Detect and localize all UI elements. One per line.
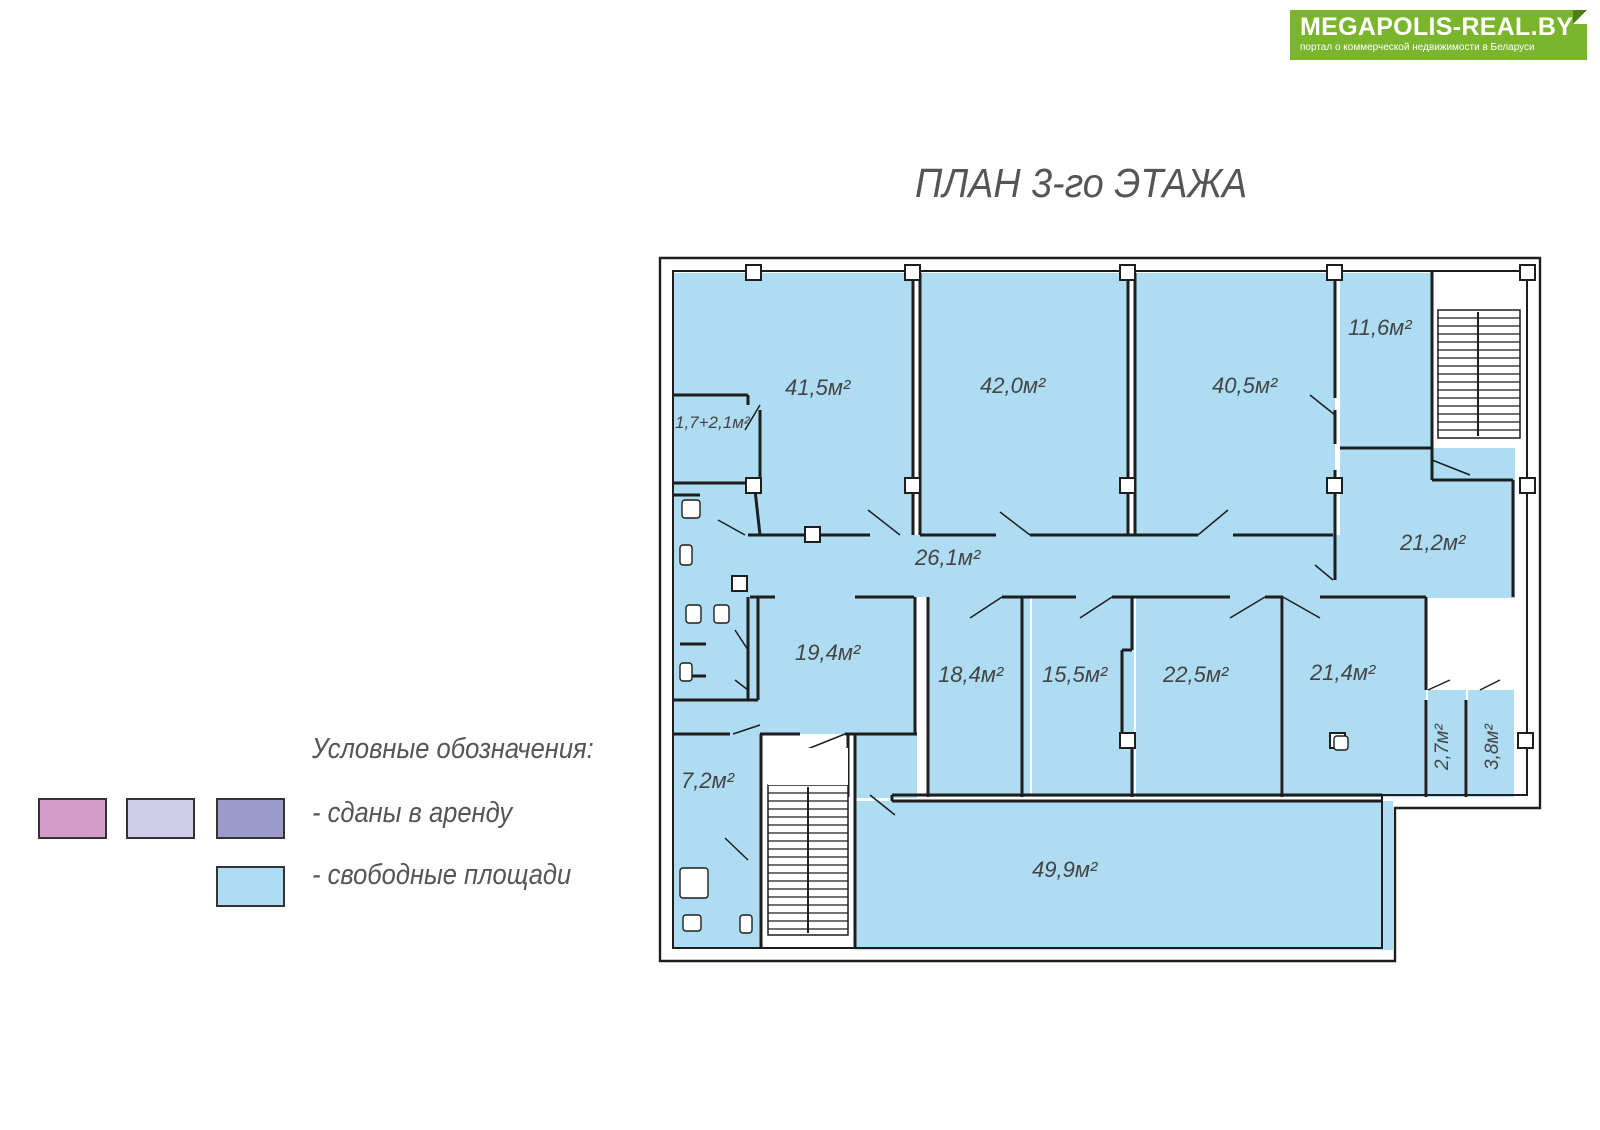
door-swing (717, 519, 746, 536)
door-swing (869, 794, 896, 816)
sanitary-fixture (1333, 735, 1349, 751)
door-swing (1427, 679, 1451, 691)
column (1326, 264, 1343, 281)
room-area-label-r9: 18,4м² (938, 662, 1004, 687)
door-swing (744, 404, 761, 431)
room-area-label-r12: 21,4м² (1309, 660, 1376, 685)
room-area-label-r13: 2,7м² (1432, 724, 1453, 771)
sanitary-fixture (679, 662, 693, 682)
room-fill (920, 273, 1128, 535)
door-swing (1431, 459, 1471, 476)
column (1519, 477, 1536, 494)
sanitary-fixture (681, 499, 701, 519)
column (1119, 732, 1136, 749)
room-area-label-r5: 1,7+2,1м² (675, 413, 751, 432)
door-swing (1314, 564, 1334, 581)
legend-swatch-rented-2 (126, 798, 195, 839)
room-area-label-r11: 22,5м² (1162, 662, 1229, 687)
door-swing (732, 724, 761, 735)
room-area-label-r15: 7,2м² (681, 768, 735, 793)
door-swing (1229, 596, 1266, 619)
room-fill (1340, 273, 1432, 448)
room-fill (1135, 273, 1335, 535)
room-area-label-r7: 21,2м² (1399, 530, 1466, 555)
door-swing (724, 837, 749, 861)
column (1519, 264, 1536, 281)
door-swing (969, 596, 1003, 619)
room-area-label-r1: 41,5м² (785, 375, 851, 400)
plan-title: ПЛАН 3-го ЭТАЖА (915, 160, 1248, 206)
door-swing (734, 679, 749, 691)
door-swing (999, 511, 1031, 536)
column (745, 264, 762, 281)
room-fill (1428, 690, 1466, 797)
outer-wall (658, 256, 1542, 963)
door-swing (1079, 596, 1113, 619)
legend-rented-label: - сданы в аренду (312, 797, 513, 829)
sanitary-fixture (685, 604, 702, 624)
column (904, 477, 921, 494)
column (804, 526, 821, 543)
room-area-label-r16: 49,9м² (1032, 857, 1098, 882)
room-area-label-r6: 26,1м² (914, 545, 981, 570)
room-area-label-r2: 42,0м² (980, 373, 1046, 398)
room-fill (673, 597, 915, 734)
room-fill (673, 395, 748, 483)
sanitary-fixture (679, 867, 709, 899)
room-fill (1340, 448, 1515, 598)
rooms-layer (673, 273, 1515, 950)
labels-layer: 41,5м² 42,0м² 40,5м² 11,6м² 1,7+2,1м² 26,1м² 2… (675, 315, 1503, 882)
room-area-label-r8: 19,4м² (795, 640, 861, 665)
column (745, 477, 762, 494)
column (1517, 732, 1534, 749)
legend-swatch-rented-1 (38, 798, 107, 839)
room-area-label-r10: 15,5м² (1042, 662, 1108, 687)
legend-swatch-free (216, 866, 285, 907)
door-swing (1197, 509, 1229, 536)
logo-corner-fold (1573, 10, 1587, 24)
room-fill (1284, 597, 1426, 797)
sanitary-fixture (713, 604, 730, 624)
door-swing (1282, 596, 1321, 619)
room-area-label-r3: 40,5м² (1212, 373, 1278, 398)
interior-wall (753, 489, 762, 536)
door-swing (1309, 394, 1336, 416)
legend-heading: Условные обозначения: (312, 733, 594, 765)
column (731, 575, 748, 592)
column (1119, 477, 1136, 494)
room-fill (1032, 597, 1134, 797)
site-logo[interactable]: MEGAPOLIS-REAL.BY портал о коммерческой … (1290, 10, 1587, 60)
room-fill (855, 734, 917, 798)
column (1326, 477, 1343, 494)
legend-swatch-rented-3 (216, 798, 285, 839)
room-area-label-r14: 3,8м² (1482, 724, 1503, 770)
column (904, 264, 921, 281)
room-fill (1468, 690, 1514, 797)
logo-title: MEGAPOLIS-REAL.BY (1300, 13, 1574, 41)
room-area-label-r4: 11,6м² (1348, 315, 1412, 340)
fixtures-layer (679, 264, 1536, 936)
sanitary-fixture (739, 914, 753, 934)
sanitary-fixture (679, 544, 693, 566)
room-fill (855, 801, 1393, 950)
logo-subtitle: портал о коммерческой недвижимости в Бел… (1300, 42, 1535, 53)
room-fill (928, 597, 1030, 797)
stair-landing (768, 748, 848, 785)
door-swing (734, 629, 749, 651)
room-fill (673, 734, 761, 949)
door-swing (1479, 679, 1501, 691)
column (1119, 264, 1136, 281)
room-fill (1136, 597, 1282, 797)
sanitary-fixture (682, 914, 702, 932)
door-swing (867, 509, 901, 536)
legend-free-label: - свободные площади (312, 859, 572, 891)
